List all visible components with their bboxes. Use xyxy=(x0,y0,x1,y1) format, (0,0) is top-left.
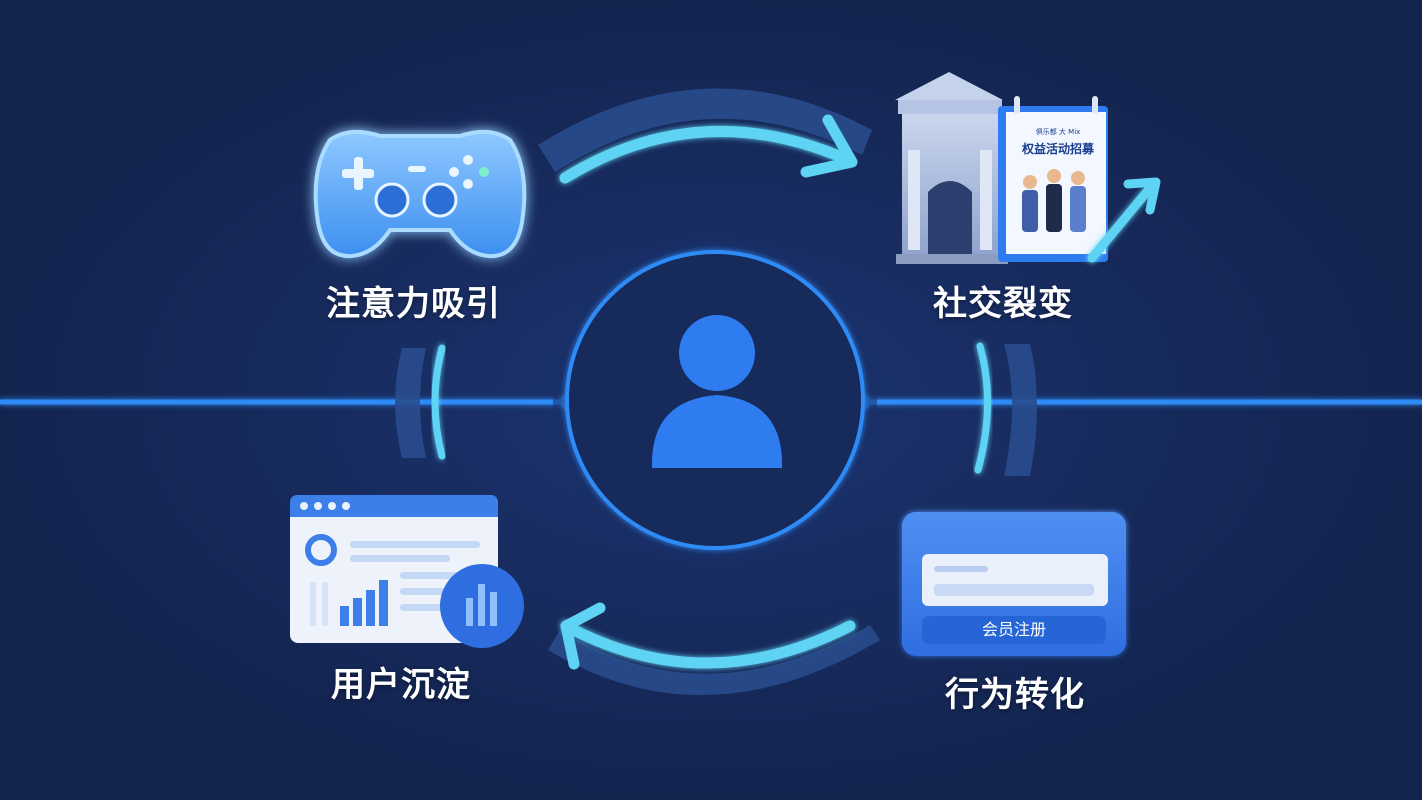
stage-label-attention: 注意力吸引 xyxy=(326,284,501,324)
center-user-node xyxy=(553,238,877,562)
stage-label-conversion: 行为转化 xyxy=(945,675,1085,715)
bottom-cycle-arrow xyxy=(548,602,880,696)
poster-icon xyxy=(998,96,1161,263)
stage-label-retention: 用户沉淀 xyxy=(331,665,471,705)
stage-label-social: 社交裂变 xyxy=(933,284,1073,324)
form-card-icon xyxy=(902,512,1126,656)
building-icon xyxy=(895,72,1008,264)
top-cycle-arrow xyxy=(538,88,872,184)
gamepad-icon xyxy=(313,129,527,259)
user-icon xyxy=(651,315,783,468)
member-register-button[interactable]: 会员注册 xyxy=(981,620,1046,639)
right-bracket xyxy=(974,342,1037,476)
poster-subtitle: 俱乐都 大 Mix xyxy=(1035,128,1081,136)
dashboard-icon xyxy=(290,495,524,648)
poster-title: 权益活动招募 xyxy=(1021,142,1094,156)
people-illustration xyxy=(1022,169,1086,232)
left-bracket xyxy=(395,344,446,460)
